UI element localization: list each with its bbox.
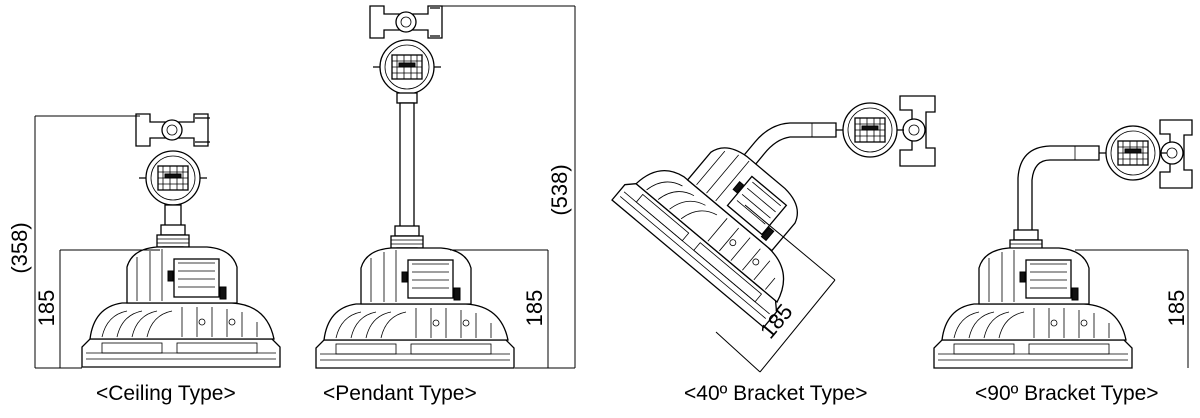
ceiling-type-caption: <Ceiling Type> [96, 382, 236, 405]
bracket-40-caption: <40º Bracket Type> [684, 382, 868, 405]
pendant-type-drawing [315, 5, 576, 369]
ceiling-body-dimension: 185 [34, 290, 59, 327]
bracket-90-drawing [933, 119, 1193, 369]
bracket-40-drawing [611, 95, 936, 373]
pendant-type-caption: <Pendant Type> [323, 382, 477, 405]
bracket-90-caption: <90º Bracket Type> [975, 382, 1159, 405]
pendant-body-dimension: 185 [522, 290, 547, 327]
ceiling-total-dimension: (358) [7, 222, 32, 273]
bracket-90-body-dimension: 185 [1164, 290, 1189, 327]
pendant-total-dimension: (538) [547, 164, 572, 215]
ceiling-type-drawing [34, 113, 281, 369]
